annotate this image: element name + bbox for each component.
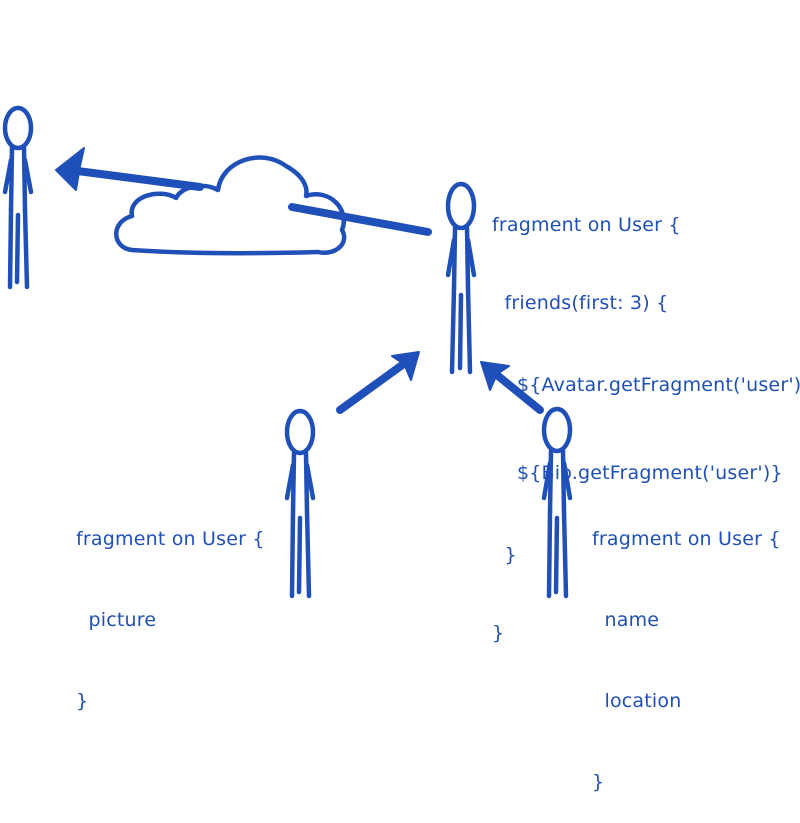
- cloud-icon: [114, 155, 347, 256]
- code-line: location: [592, 690, 682, 712]
- stick-figure-icon: [445, 181, 477, 375]
- bio-fragment-code: fragment on User { name location }: [592, 472, 781, 823]
- arrow-avatar-to-parent-icon: [336, 351, 420, 414]
- avatar-fragment-code: fragment on User { picture }: [76, 472, 265, 742]
- code-line: ${Avatar.getFragment('user')}: [492, 374, 800, 396]
- code-line: name: [592, 609, 660, 631]
- code-line: fragment on User {: [592, 528, 781, 550]
- stick-figure-icon: [284, 408, 316, 599]
- code-line: }: [76, 690, 89, 712]
- stick-figure-icon: [541, 406, 573, 599]
- arrow-to-server-icon: [55, 147, 432, 236]
- code-line: fragment on User {: [492, 214, 681, 236]
- relay-fragment-diagram: [2, 105, 573, 599]
- code-line: friends(first: 3) {: [492, 292, 669, 314]
- code-line: }: [592, 771, 605, 793]
- code-line: picture: [76, 609, 157, 631]
- stick-figure-icon: [2, 105, 34, 290]
- code-line: }: [492, 544, 517, 566]
- code-line: ${Bio.getFragment('user')}: [492, 462, 783, 484]
- arrow-bio-to-parent-icon: [480, 361, 544, 414]
- parent-fragment-code: fragment on User { friends(first: 3) { $…: [492, 160, 800, 672]
- code-line: fragment on User {: [76, 528, 265, 550]
